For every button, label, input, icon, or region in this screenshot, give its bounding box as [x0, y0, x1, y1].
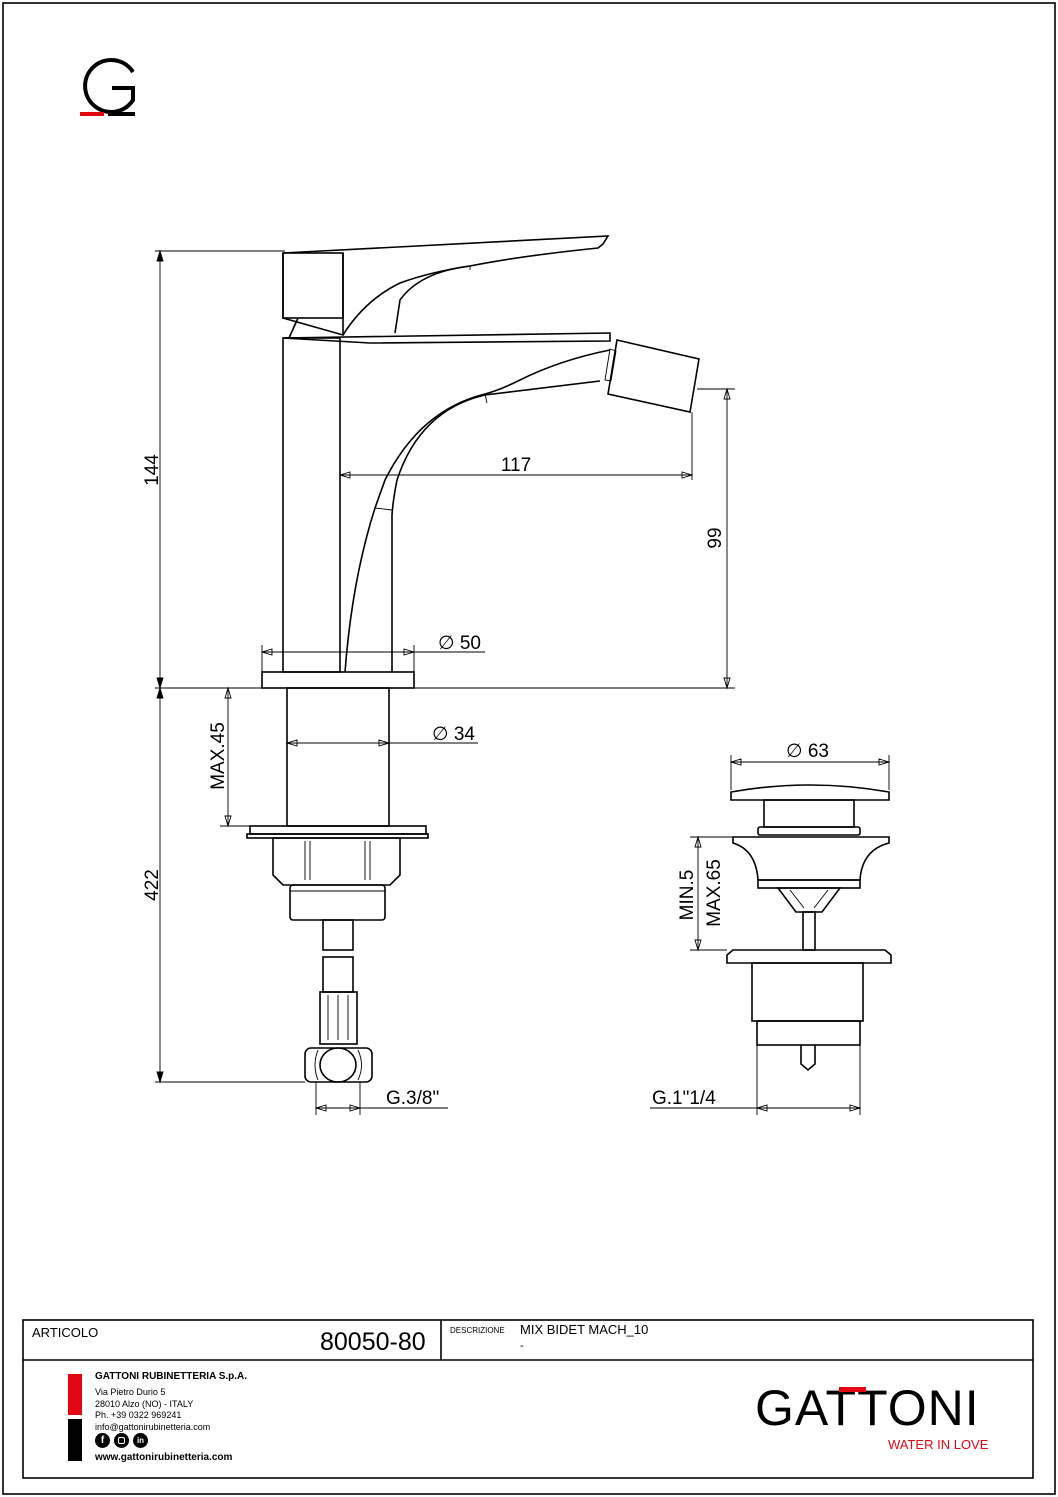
dimension-lines [155, 249, 891, 1115]
phone: Ph. +39 0322 969241 [95, 1410, 182, 1420]
dim-drain-min: MIN.5 [677, 870, 698, 921]
dim-drain-max: MAX.65 [704, 859, 725, 927]
instagram-icon[interactable] [114, 1433, 129, 1448]
address-line2: 28010 Alzo (NO) - ITALY [95, 1398, 194, 1409]
dim-hose-422: 422 [142, 869, 163, 901]
gattoni-logo: GATTONI [755, 1378, 980, 1438]
faucet-side-view [246, 235, 700, 1083]
address-line1: Via Pietro Durio 5 [95, 1387, 166, 1397]
facebook-icon[interactable]: f [95, 1433, 110, 1448]
descrizione-label: DESCRIZIONE [450, 1326, 505, 1335]
email: info@gattonirubinetteria.com [95, 1421, 211, 1432]
title-block-frame [22, 1319, 1034, 1479]
article-code: 80050-80 [320, 1328, 426, 1356]
social-icons: f in [95, 1433, 148, 1448]
articolo-label: ARTICOLO [32, 1325, 99, 1340]
dim-drain-thread: G.1"1/4 [652, 1088, 716, 1109]
dim-drain-cap: ∅ 63 [786, 741, 829, 762]
logo-text: GATTONI [755, 1380, 980, 1436]
linkedin-icon[interactable]: in [133, 1433, 148, 1448]
tagline: WATER IN LOVE [888, 1437, 989, 1452]
dim-spout-99: 99 [705, 527, 726, 548]
dim-max-45: MAX.45 [208, 722, 229, 790]
dim-shank-diameter: ∅ 34 [432, 724, 475, 745]
logo-red-accent [839, 1387, 866, 1392]
dim-reach-117: 117 [501, 455, 531, 476]
company-address: Via Pietro Durio 5 28010 Alzo (NO) - ITA… [95, 1387, 210, 1433]
drain-side-view [726, 784, 892, 1072]
dim-base-diameter: ∅ 50 [438, 633, 481, 654]
company-name: GATTONI RUBINETTERIA S.p.A. [95, 1371, 248, 1382]
website-link[interactable]: www.gattonirubinetteria.com [95, 1452, 233, 1463]
dim-hose-thread: G.3/8" [386, 1088, 439, 1109]
dim-height-144: 144 [142, 454, 163, 486]
g-logo [80, 58, 135, 116]
description-line2: - [520, 1340, 524, 1352]
description: MIX BIDET MACH_10 [520, 1322, 649, 1337]
